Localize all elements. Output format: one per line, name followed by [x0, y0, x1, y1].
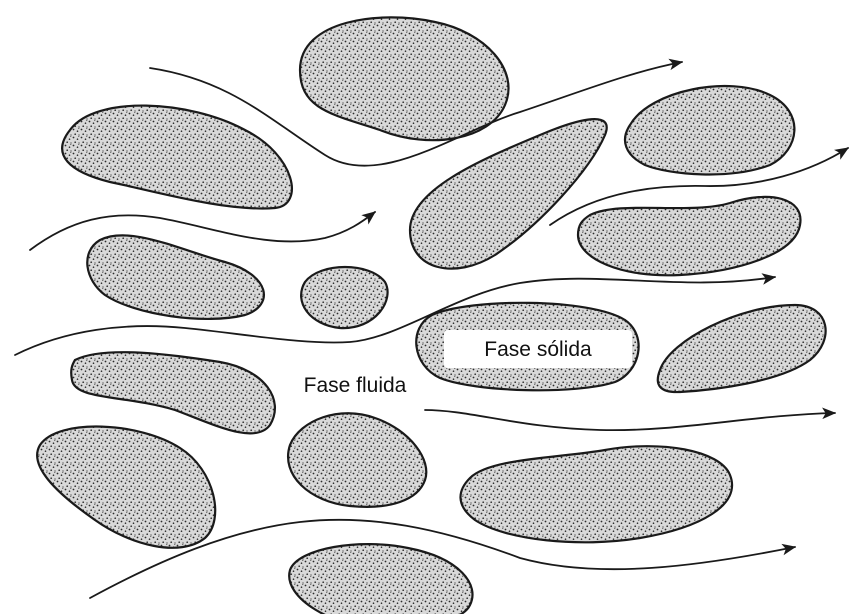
- solid-grain: [625, 86, 794, 174]
- flow-arrow: [425, 410, 835, 430]
- solid-grain: [71, 352, 275, 433]
- solid-grain: [62, 106, 292, 209]
- solid-grain: [37, 427, 215, 548]
- solid-grain: [578, 197, 800, 275]
- solid-grain: [410, 119, 607, 269]
- solid-grain: [658, 305, 826, 392]
- flow-arrow: [30, 212, 375, 250]
- solid-grain: [460, 446, 732, 542]
- solid-phase-label: Fase sólida: [484, 338, 592, 361]
- solid-grain: [288, 413, 426, 507]
- fluid-phase-label: Fase fluida: [304, 374, 407, 397]
- solid-grains: [37, 17, 825, 614]
- solid-grain: [289, 544, 472, 614]
- solid-grain: [87, 235, 264, 319]
- solid-grain: [301, 267, 387, 328]
- solid-grain: [300, 17, 509, 140]
